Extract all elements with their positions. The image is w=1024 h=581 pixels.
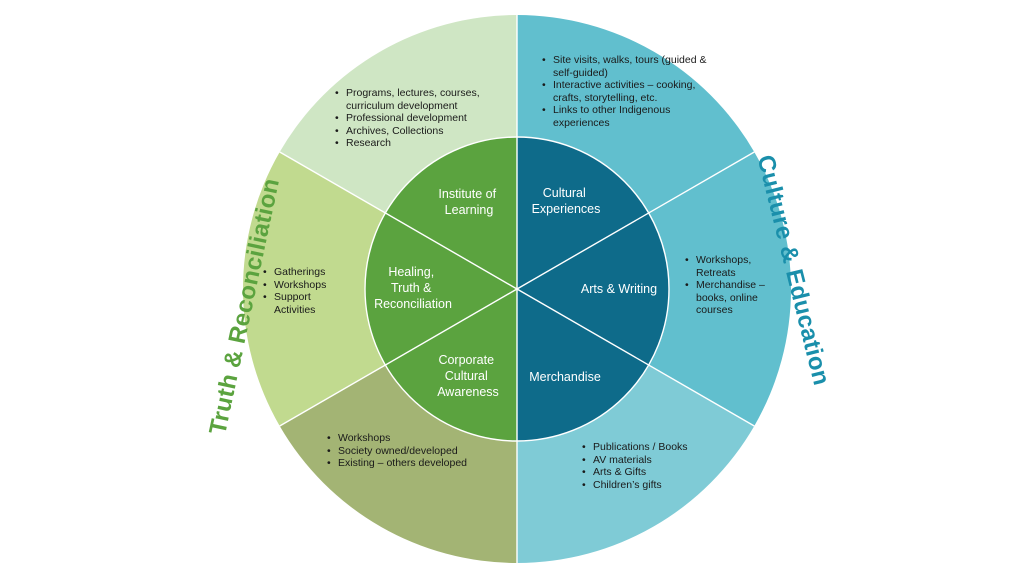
bullets-arts-writing: Workshops, Retreats Merchandise – books,… <box>684 254 776 317</box>
label-healing: Healing, Truth & Reconciliation <box>374 265 452 311</box>
divider-line <box>516 288 755 427</box>
list-item: Professional development <box>334 112 519 125</box>
divider-line <box>516 151 755 290</box>
bullets-corporate: Workshops Society owned/developed Existi… <box>326 432 476 470</box>
list-item: Children’s gifts <box>581 479 721 492</box>
inner-ring <box>365 137 669 441</box>
inner-segment-arts-writing <box>517 213 669 365</box>
bullets-institute: Programs, lectures, courses, curriculum … <box>334 87 519 150</box>
bullets-healing: Gatherings Workshops Support Activities <box>262 266 342 316</box>
list-item: Gatherings <box>262 266 342 279</box>
list-item: Interactive activities – cooking, crafts… <box>541 79 707 104</box>
list-item: Site visits, walks, tours (guided & self… <box>541 54 707 79</box>
list-item: Research <box>334 137 519 150</box>
list-item: Support Activities <box>262 291 342 316</box>
list-item: Links to other Indigenous experiences <box>541 104 707 129</box>
label-merchandise: Merchandise <box>529 370 601 384</box>
inner-segment-healing <box>365 213 517 365</box>
list-item: Arts & Gifts <box>581 466 721 479</box>
list-item: Programs, lectures, courses, curriculum … <box>334 87 519 112</box>
label-corporate: Corporate Cultural Awareness <box>437 353 499 399</box>
list-item: Workshops <box>326 432 476 445</box>
list-item: Merchandise – books, online courses <box>684 279 776 317</box>
label-cultural-experiences: Cultural Experiences <box>532 186 601 216</box>
list-item: Publications / Books <box>581 441 721 454</box>
divider-line <box>279 151 518 290</box>
list-item: Workshops, Retreats <box>684 254 776 279</box>
inner-segment-corporate <box>385 289 517 441</box>
list-item: AV materials <box>581 454 721 467</box>
bullets-merchandise: Publications / Books AV materials Arts &… <box>581 441 721 491</box>
inner-segment-merchandise <box>517 289 649 441</box>
bullets-cultural-experiences: Site visits, walks, tours (guided & self… <box>541 54 707 130</box>
list-item: Workshops <box>262 279 342 292</box>
label-institute: Institute of Learning <box>438 187 499 217</box>
label-arts-writing: Arts & Writing <box>581 282 657 296</box>
inner-segment-institute <box>385 137 517 289</box>
divider-line <box>279 288 518 427</box>
list-item: Society owned/developed <box>326 445 476 458</box>
list-item: Existing – others developed <box>326 457 476 470</box>
list-item: Archives, Collections <box>334 125 519 138</box>
inner-segment-cultural-experiences <box>517 137 649 289</box>
